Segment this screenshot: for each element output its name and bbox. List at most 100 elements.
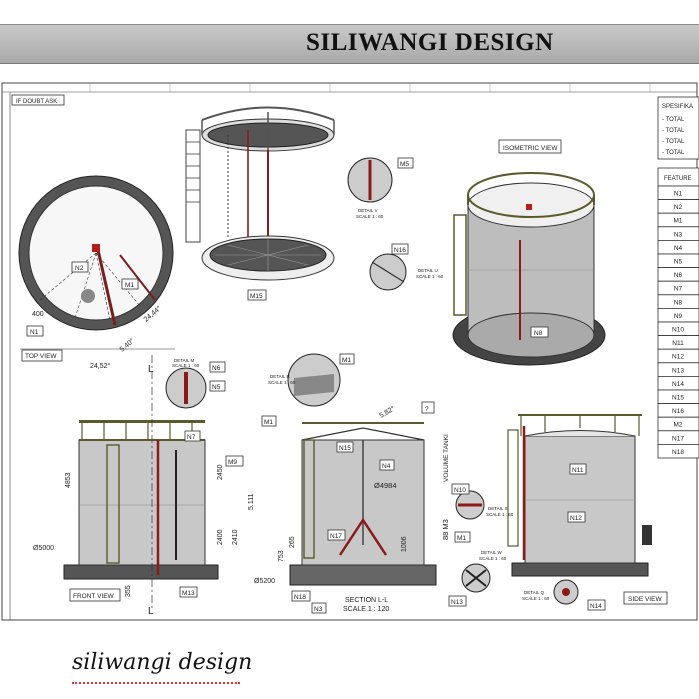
- title-banner: SILIWANGI DESIGN: [0, 24, 699, 64]
- side-view-label-box: [623, 591, 668, 605]
- tag-n18: N18: [294, 594, 306, 601]
- feature-label: N4: [674, 245, 683, 252]
- feature-label: M1: [673, 218, 682, 225]
- front-view: L L DETAIL M SCALE 1 : 60 N6 N5 N7 M9 M1…: [33, 355, 255, 617]
- volume-value: 88 M3: [441, 519, 450, 540]
- top-view-label-box: [21, 349, 63, 362]
- feature-label: N14: [672, 381, 684, 388]
- feature-label: M2: [673, 422, 682, 429]
- svg-text:- TOTAL: - TOTAL: [662, 128, 685, 134]
- tag-m1: M1: [125, 282, 134, 289]
- svg-text:SCALE 1 : 60: SCALE 1 : 60: [356, 214, 384, 219]
- svg-text:DETAIL M: DETAIL M: [174, 358, 195, 363]
- top-view-label: TOP VIEW: [25, 353, 57, 360]
- tag-n16: N16: [394, 247, 406, 254]
- dim-dia-5000: Ø5000: [33, 545, 54, 552]
- feature-label: N3: [674, 231, 683, 238]
- dim-4853: 4853: [65, 472, 72, 488]
- svg-text:SCALE 1 : 60: SCALE 1 : 60: [268, 380, 296, 385]
- dim-dia-5200: Ø5200: [254, 578, 275, 585]
- svg-text:DETAIL U: DETAIL U: [418, 268, 438, 273]
- svg-text:- TOTAL: - TOTAL: [662, 150, 685, 156]
- dim-753: 753: [278, 550, 285, 562]
- feature-label: N5: [674, 259, 683, 266]
- front-view-label-box: [69, 588, 121, 602]
- spec-table: SPESIFIKA - TOTAL - TOTAL - TOTAL - TOTA…: [657, 96, 699, 459]
- dim-5111: 5.111: [248, 493, 255, 510]
- feature-label: N6: [674, 272, 683, 279]
- feature-label: N7: [674, 286, 683, 293]
- front-view-label: FRONT VIEW: [73, 593, 115, 600]
- dim-400: 400: [32, 311, 44, 318]
- svg-text:SCALE 1 : 60: SCALE 1 : 60: [172, 363, 200, 368]
- side-view-label: SIDE VIEW: [628, 596, 662, 603]
- tag-n3: N3: [314, 606, 323, 613]
- svg-text:DETAIL S: DETAIL S: [488, 506, 508, 511]
- tag-n4: N4: [382, 463, 391, 470]
- tag-side-m1: M1: [457, 535, 466, 542]
- svg-text:DETAIL V: DETAIL V: [358, 208, 378, 213]
- tag-n5: N5: [212, 384, 221, 391]
- tag-n6: N6: [212, 365, 221, 372]
- tag-n14: N14: [590, 603, 602, 610]
- section-label: SECTION L-L: [345, 597, 388, 604]
- dim-2450: 2450: [217, 464, 224, 480]
- feature-label: N11: [672, 340, 684, 347]
- tag-n10: N10: [454, 487, 466, 494]
- tag-n1: N1: [30, 329, 39, 336]
- cut-label-bottom: L: [148, 606, 154, 617]
- tag-n15: N15: [339, 445, 351, 452]
- signature-text: siliwangi design: [72, 650, 253, 675]
- doubt-note: IF DOUBT ASK: [16, 99, 57, 105]
- svg-text:- TOTAL: - TOTAL: [662, 139, 685, 145]
- tag-m15: M15: [250, 293, 263, 300]
- dim-1006: 1006: [401, 536, 408, 552]
- dim-265: 265: [289, 536, 296, 548]
- spec-box: [657, 96, 699, 160]
- tag-n11: N11: [572, 467, 584, 474]
- svg-text:SCALE 1 : 60: SCALE 1 : 60: [522, 596, 550, 601]
- tag-n2: N2: [75, 265, 84, 272]
- feature-label: N18: [672, 449, 684, 456]
- feature-row: [657, 443, 699, 459]
- feature-label: N2: [674, 204, 683, 211]
- tag-m9: M9: [228, 459, 237, 466]
- dim-355: 355: [125, 585, 132, 597]
- dim-angle-582: 5,82°: [378, 404, 396, 419]
- svg-text:DETAIL W: DETAIL W: [481, 550, 503, 555]
- tag-n8: N8: [534, 330, 543, 337]
- banner-title: SILIWANGI DESIGN: [306, 29, 554, 56]
- tag-n17: N17: [330, 533, 342, 540]
- tag-section-m1-a: M1: [342, 357, 351, 364]
- feature-label: N15: [672, 395, 684, 402]
- volume-label: VOLUME TANKI: [443, 434, 450, 482]
- tag-n12: N12: [570, 515, 582, 522]
- svg-text:SCALE 1 : 60: SCALE 1 : 60: [479, 556, 507, 561]
- svg-text:DETAIL Q: DETAIL Q: [524, 590, 545, 595]
- top-view: TOP VIEW 400 24,52° 24,44° 5,40° N2 M1 N…: [18, 175, 175, 370]
- dim-angle-3: 5,40°: [118, 337, 136, 354]
- dim-dia-4984: Ø4984: [374, 481, 397, 490]
- feature-label: N10: [672, 327, 684, 334]
- feature-header: FEATURE: [664, 176, 692, 182]
- tag-m5: M5: [400, 161, 409, 168]
- tag-n7: N7: [187, 434, 196, 441]
- feature-label: N12: [672, 354, 684, 361]
- cut-label-top: L: [148, 364, 154, 375]
- feature-label: N16: [672, 408, 684, 415]
- doubt-note-box: [11, 94, 65, 106]
- section-scale: SCALE 1 : 120: [343, 606, 389, 613]
- signature-underline: [72, 679, 240, 684]
- svg-text:- TOTAL: - TOTAL: [662, 117, 685, 123]
- feature-label: N17: [672, 435, 684, 442]
- svg-text:SCALE 1 : 60: SCALE 1 : 60: [486, 512, 514, 517]
- dim-angle-1: 24,52°: [90, 362, 111, 370]
- feature-label: N8: [674, 299, 683, 306]
- svg-text:SCALE 1 : 60: SCALE 1 : 60: [416, 274, 444, 279]
- isometric-label: ISOMETRIC VIEW: [503, 145, 558, 152]
- section-view: DETAIL R SCALE 1 : 60 M1 M1 N15 N4 Ø4984…: [254, 353, 450, 614]
- svg-text:DETAIL R: DETAIL R: [270, 374, 291, 379]
- tag-question: ?: [425, 406, 429, 413]
- tag-section-m1-b: M1: [264, 419, 273, 426]
